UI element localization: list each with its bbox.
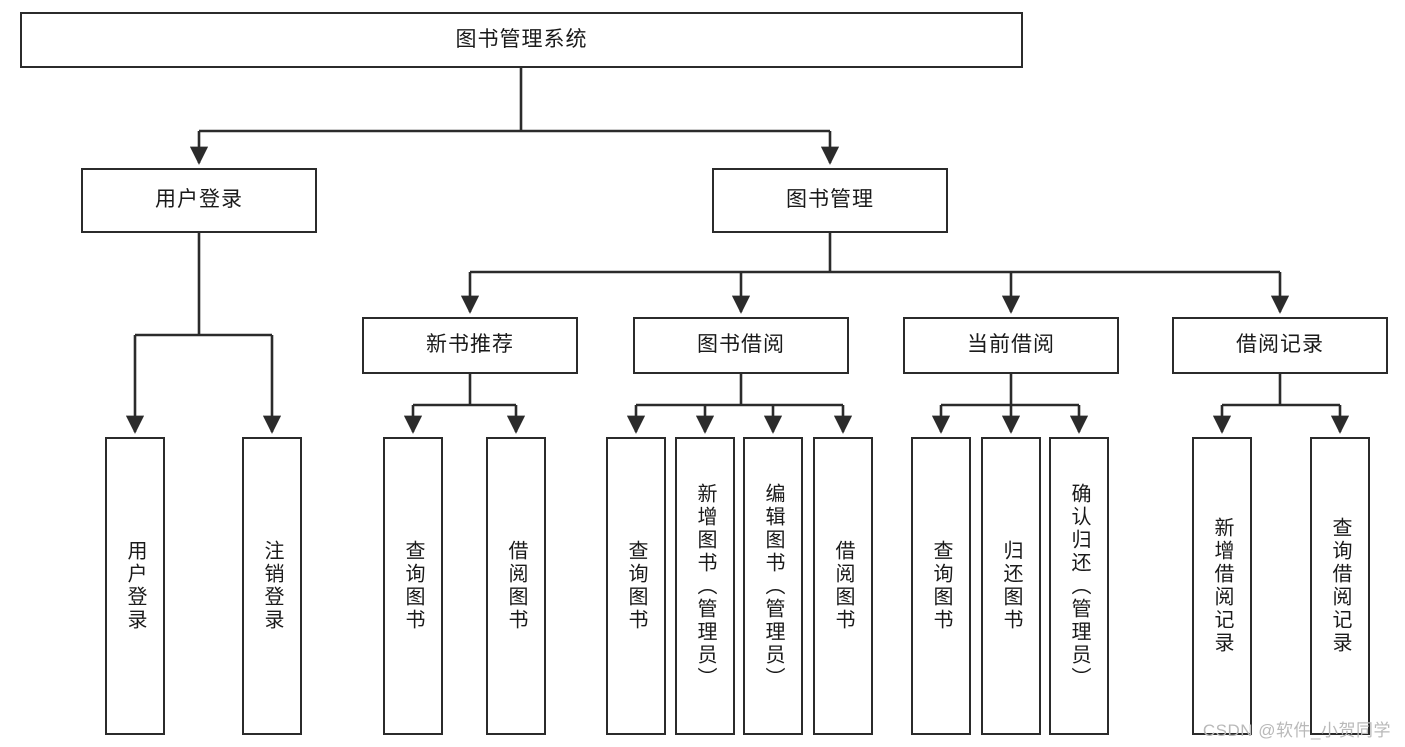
leaf-current-query-book[interactable]: 查询图书 [911, 437, 971, 735]
leaf-new-book-borrow-label: 借阅图书 [505, 540, 527, 632]
leaf-confirm-return-admin[interactable]: 确认归还（管理员） [1049, 437, 1109, 735]
csdn-watermark: CSDN @软件_小贺同学 [1202, 721, 1391, 740]
leaf-user-login-label: 用户登录 [124, 540, 146, 632]
leaf-borrow-book-label: 借阅图书 [832, 540, 854, 632]
leaf-current-query-book-label: 查询图书 [930, 540, 952, 632]
node-book-management[interactable]: 图书管理 [712, 168, 948, 233]
node-new-book-recommend[interactable]: 新书推荐 [362, 317, 578, 374]
leaf-new-book-borrow[interactable]: 借阅图书 [486, 437, 546, 735]
leaf-borrow-query-book-label: 查询图书 [625, 540, 647, 632]
node-root[interactable]: 图书管理系统 [20, 12, 1023, 68]
leaf-new-book-query[interactable]: 查询图书 [383, 437, 443, 735]
leaf-edit-book-admin[interactable]: 编辑图书（管理员） [743, 437, 803, 735]
node-book-management-label: 图书管理 [786, 188, 874, 212]
leaf-add-borrow-record-label: 新增借阅记录 [1211, 517, 1233, 655]
leaf-confirm-return-admin-label: 确认归还（管理员） [1068, 482, 1090, 690]
node-user-login[interactable]: 用户登录 [81, 168, 317, 233]
node-current-borrow-label: 当前借阅 [967, 333, 1055, 357]
node-new-book-recommend-label: 新书推荐 [426, 333, 514, 357]
leaf-add-borrow-record[interactable]: 新增借阅记录 [1192, 437, 1252, 735]
node-borrow-record-label: 借阅记录 [1236, 333, 1324, 357]
node-root-label: 图书管理系统 [455, 27, 588, 51]
leaf-return-book-label: 归还图书 [1000, 540, 1022, 632]
leaf-query-borrow-record-label: 查询借阅记录 [1329, 517, 1351, 655]
leaf-user-login[interactable]: 用户登录 [105, 437, 165, 735]
node-book-borrow[interactable]: 图书借阅 [633, 317, 849, 374]
leaf-add-book-admin-label: 新增图书（管理员） [694, 482, 716, 690]
leaf-query-borrow-record[interactable]: 查询借阅记录 [1310, 437, 1370, 735]
node-book-borrow-label: 图书借阅 [697, 333, 785, 357]
leaf-return-book[interactable]: 归还图书 [981, 437, 1041, 735]
leaf-borrow-query-book[interactable]: 查询图书 [606, 437, 666, 735]
leaf-logout-label: 注销登录 [261, 540, 283, 632]
leaf-add-book-admin[interactable]: 新增图书（管理员） [675, 437, 735, 735]
leaf-logout[interactable]: 注销登录 [242, 437, 302, 735]
node-current-borrow[interactable]: 当前借阅 [903, 317, 1119, 374]
leaf-borrow-book[interactable]: 借阅图书 [813, 437, 873, 735]
node-user-login-label: 用户登录 [155, 188, 243, 212]
leaf-edit-book-admin-label: 编辑图书（管理员） [762, 482, 784, 690]
leaf-new-book-query-label: 查询图书 [402, 540, 424, 632]
node-borrow-record[interactable]: 借阅记录 [1172, 317, 1388, 374]
